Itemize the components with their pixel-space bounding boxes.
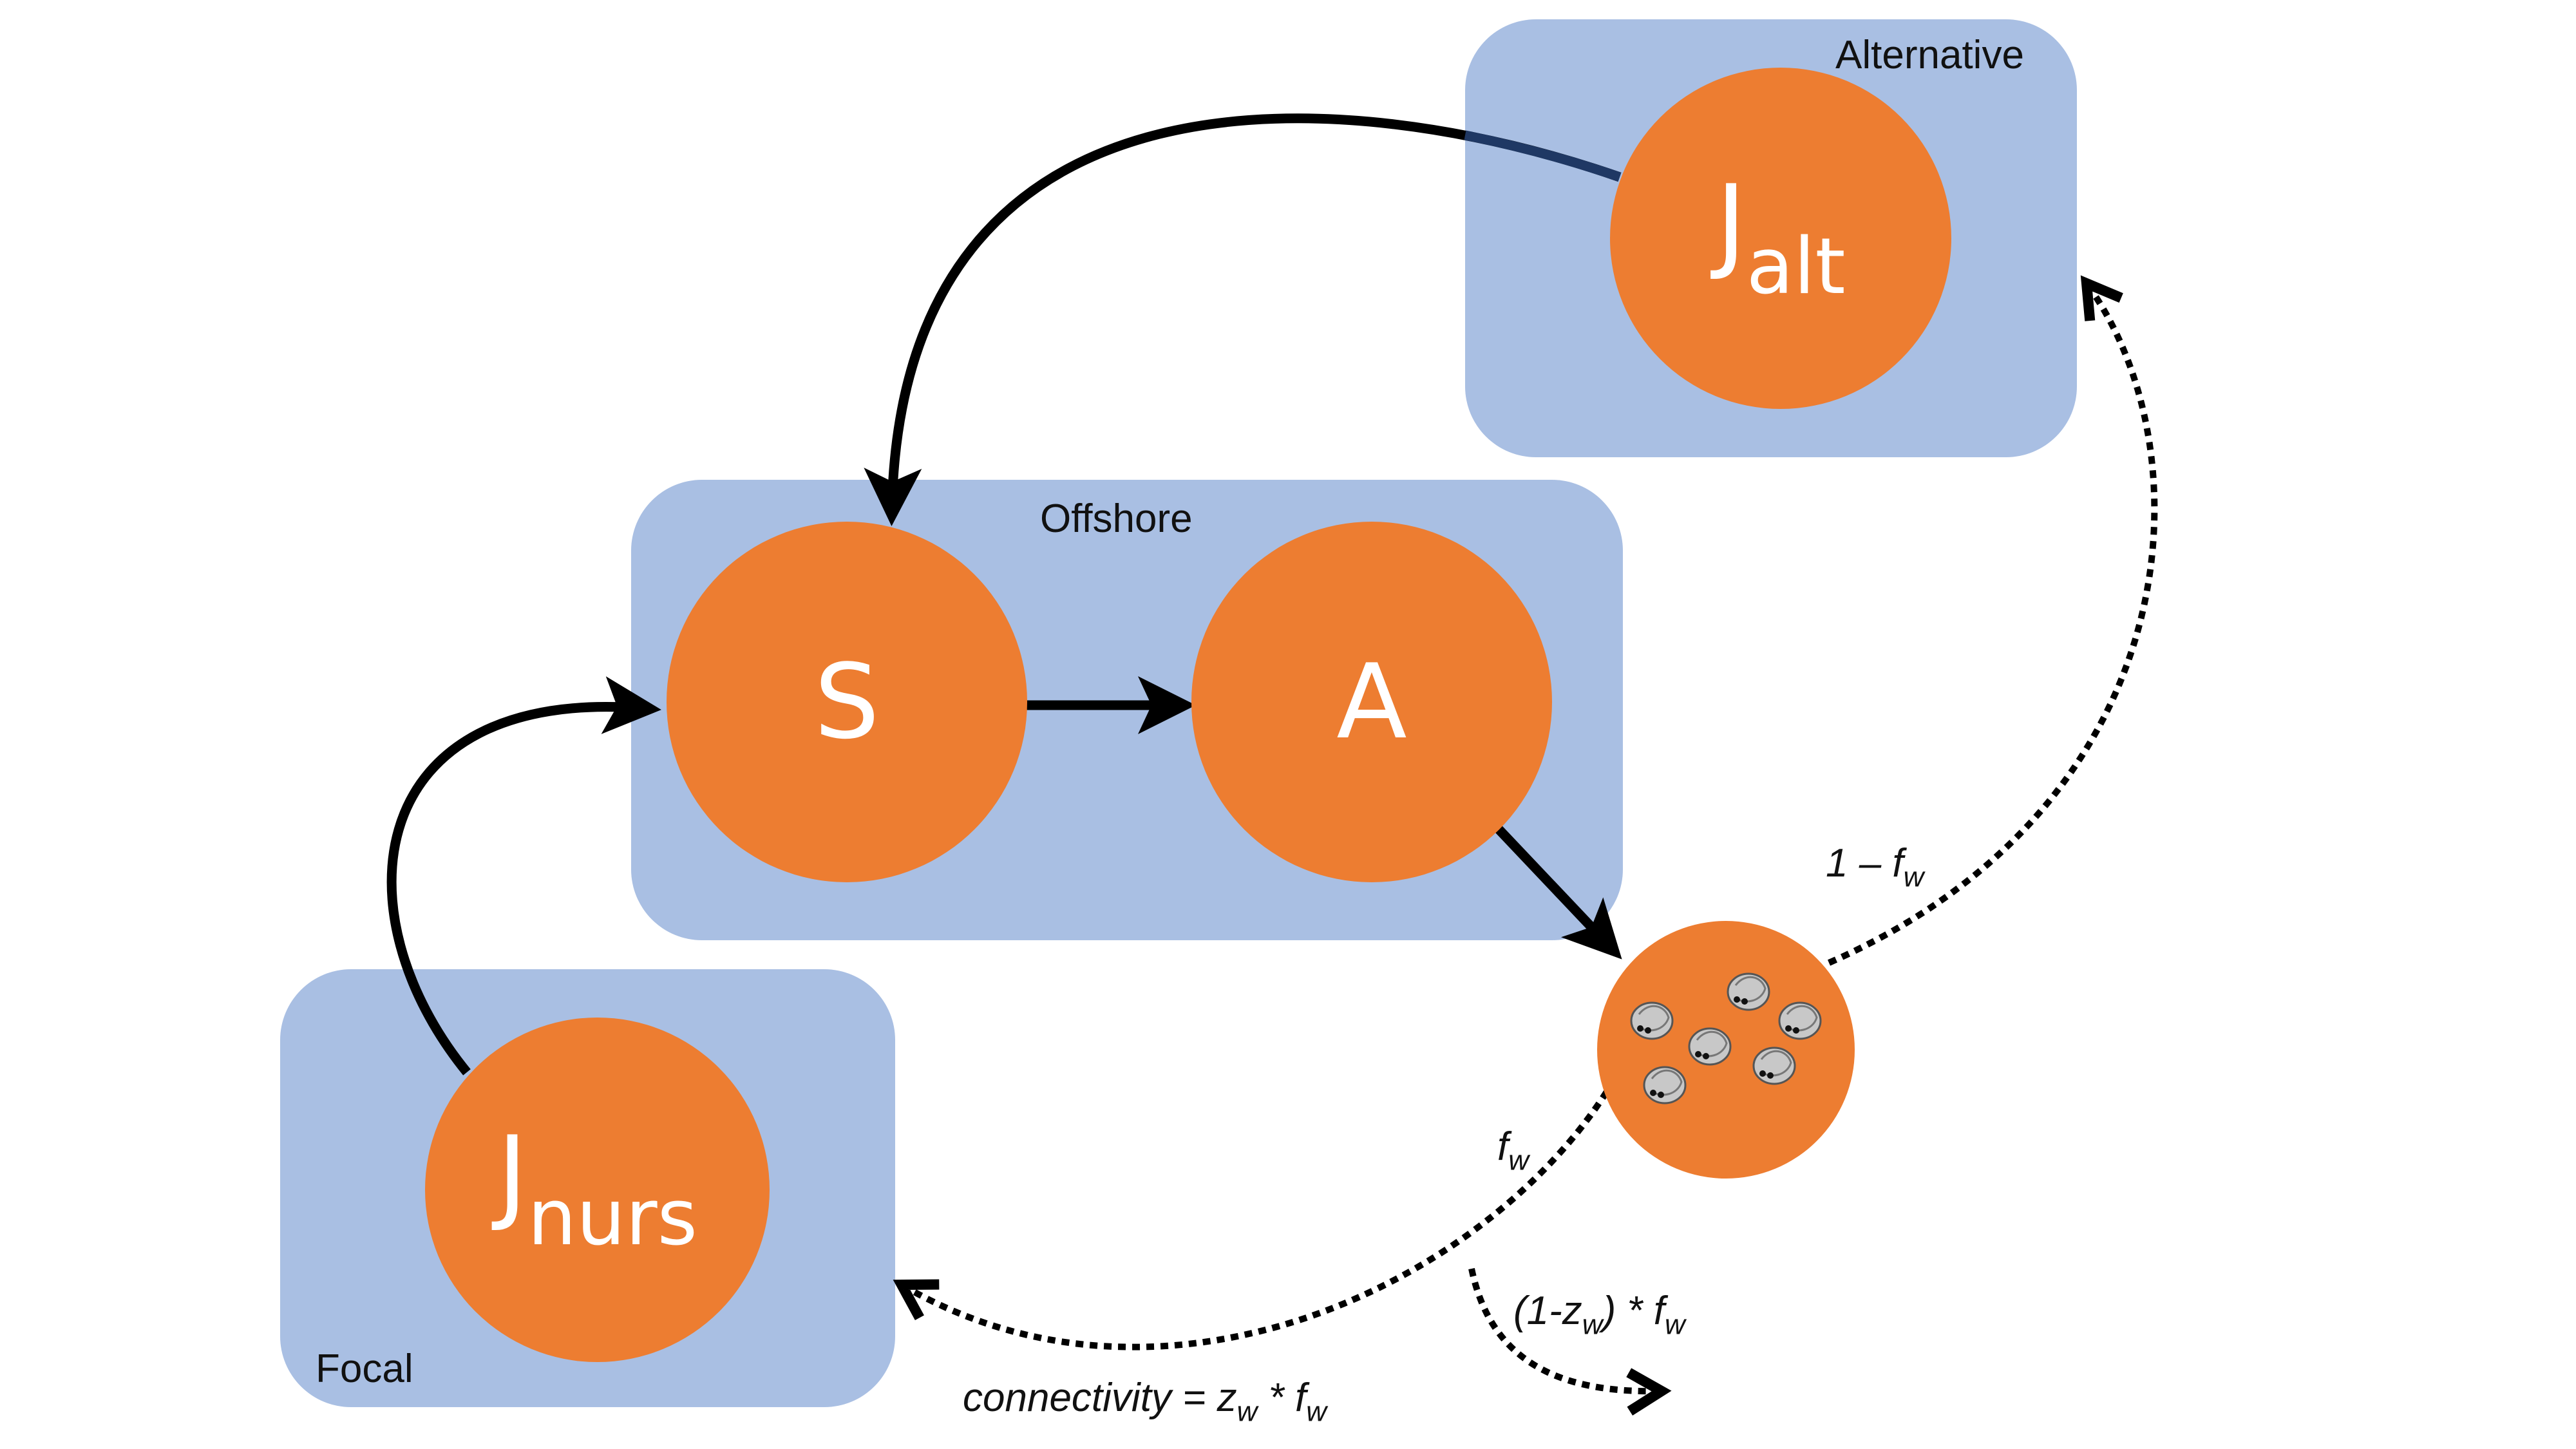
larva-icon [1778,1001,1822,1040]
dotted-arrow-larvae-to-alternative [1827,275,2158,966]
larvae-cluster [1630,972,1822,1104]
larva-icon [1688,1027,1732,1066]
larvae-node [1597,921,1855,1179]
arrow-adult-to-larvae [1490,820,1622,960]
juvenile-nursery-node: Jnurs [425,1018,770,1362]
dotted-arrow-larvae-to-focal [893,1090,1610,1350]
label-lost: (1-zw) * fw [1513,1289,1685,1341]
adult-node: A [1191,522,1552,882]
arrow-jnurs-to-spawner [386,676,661,1075]
spawner-node: S [667,522,1027,882]
focal-region-label: Focal [316,1347,413,1391]
adult-label: A [1336,641,1407,762]
label-to-alternative: 1 – fw [1826,841,1924,893]
spawner-label: S [814,641,880,762]
juvenile-nursery-label: Jnurs [497,1113,698,1263]
larva-icon [1643,1066,1687,1104]
alternative-region-label: Alternative [1835,33,2024,77]
label-connectivity: connectivity = zw * fw [963,1376,1327,1428]
larva-icon [1630,1001,1674,1040]
juvenile-alternative-node: Jalt [1610,68,1951,409]
label-to-focal-fraction: fw [1497,1124,1530,1177]
larva-icon [1727,972,1770,1011]
offshore-region-label: Offshore [1040,497,1193,541]
dotted-arrow-larvae-lost [1468,1267,1672,1416]
arrow-jalt-tail-shade [1464,130,1622,182]
larva-icon [1752,1046,1796,1085]
juvenile-alternative-label: Jalt [1716,162,1846,312]
arrow-jalt-to-spawner [864,113,1622,526]
